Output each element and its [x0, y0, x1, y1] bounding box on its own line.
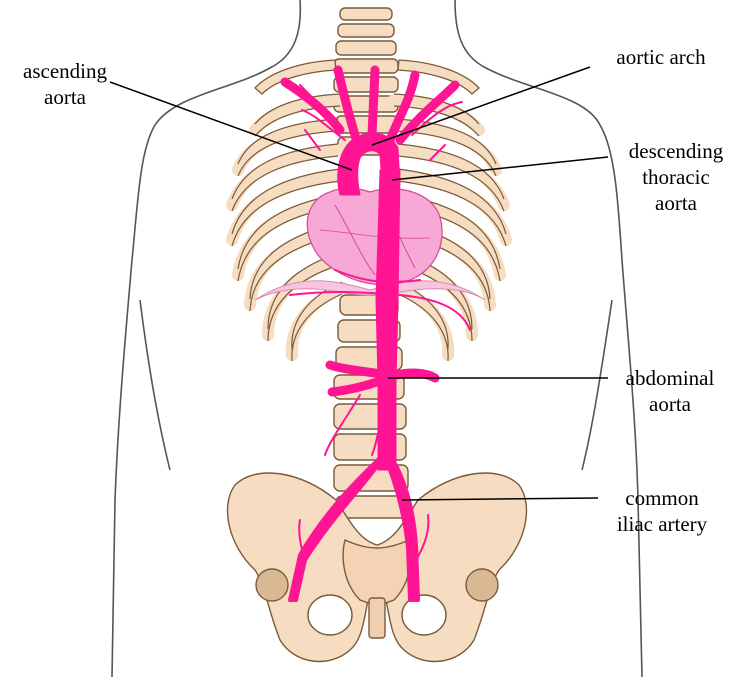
label-abdominal-aorta-line2: aorta — [608, 391, 732, 417]
heart — [307, 188, 442, 284]
label-descending-thoracic-aorta: descending thoracic aorta — [612, 138, 740, 216]
label-common-iliac-artery: common iliac artery — [596, 485, 728, 537]
label-ascending-aorta-line2: aorta — [6, 84, 124, 110]
label-descending-thoracic-aorta-line1: descending — [612, 138, 740, 164]
label-common-iliac-artery-line2: iliac artery — [596, 511, 728, 537]
label-abdominal-aorta-line1: abdominal — [608, 365, 732, 391]
label-ascending-aorta-line1: ascending — [6, 58, 124, 84]
label-descending-thoracic-aorta-line3: aorta — [612, 190, 740, 216]
label-abdominal-aorta: abdominal aorta — [608, 365, 732, 417]
label-common-iliac-artery-line1: common — [596, 485, 728, 511]
leader-descending-thoracic-aorta — [392, 157, 608, 180]
label-aortic-arch: aortic arch — [588, 44, 734, 70]
label-ascending-aorta: ascending aorta — [6, 58, 124, 110]
label-descending-thoracic-aorta-line2: thoracic — [612, 164, 740, 190]
label-aortic-arch-line1: aortic arch — [588, 44, 734, 70]
